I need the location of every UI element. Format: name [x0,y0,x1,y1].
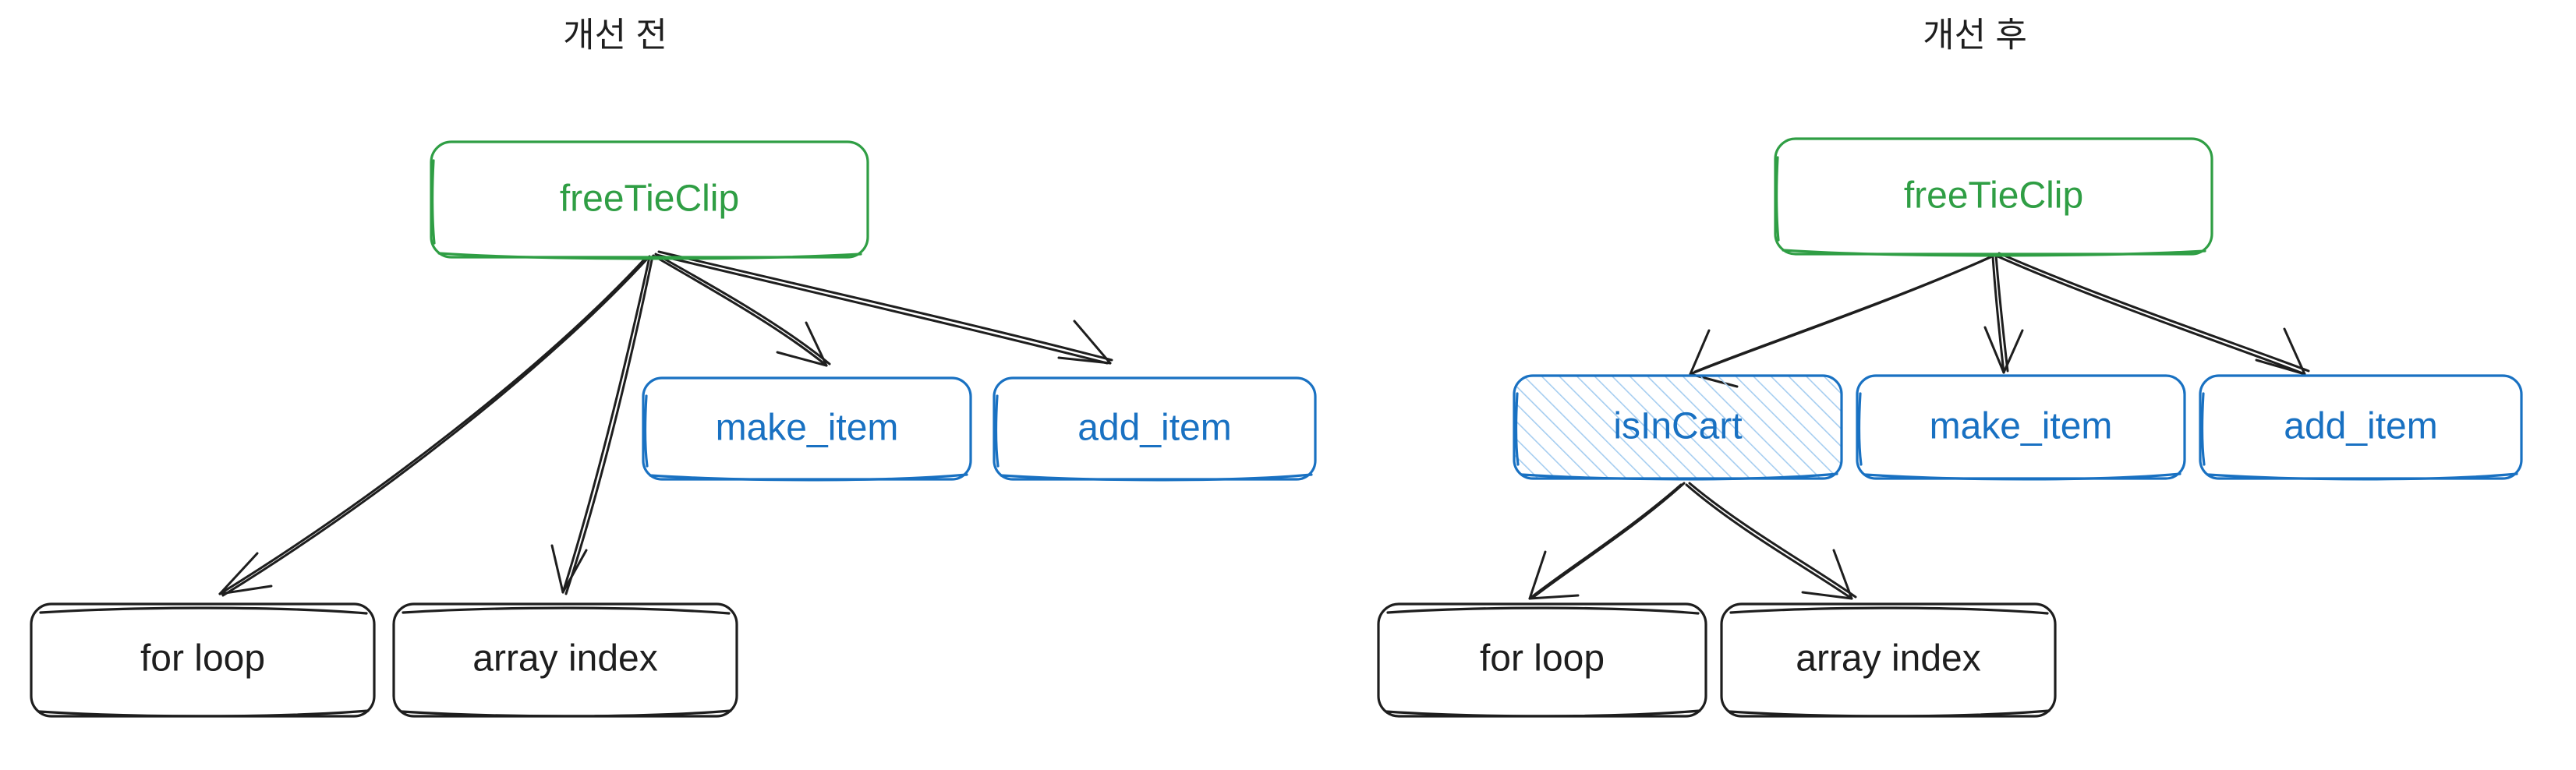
node-label-after-freetieclip: freeTieClip [1904,175,2083,217]
edge-after-freetieclip-to-isincart [1689,254,1995,388]
node-before-freetieclip[interactable]: freeTieClip [430,140,869,260]
edge-freetieclip-to-add-item [655,250,1113,365]
node-before-make-item[interactable]: make_item [642,376,972,482]
node-label-after-add-item: add_item [2284,406,2437,447]
panel-after: freeTieClip isInCart make_item [1377,137,2523,718]
node-label-before-add-item: add_item [1077,408,1231,449]
edge-freetieclip-to-array-index [550,255,654,595]
node-after-array-index[interactable]: array index [1720,602,2057,718]
edge-freetieclip-to-for-loop [218,255,651,597]
node-before-array-index[interactable]: array index [392,602,738,718]
node-label-after-isincart: isInCart [1613,406,1742,447]
edge-after-freetieclip-to-make-item [1983,253,2024,374]
panel-title-after: 개선 후 [1923,16,2027,55]
node-after-make-item[interactable]: make_item [1856,374,2186,481]
edge-after-isincart-to-array-index [1685,482,1857,600]
edge-after-isincart-to-for-loop [1528,482,1686,600]
node-label-after-make-item: make_item [1930,406,2113,447]
node-after-for-loop[interactable]: for loop [1377,602,1707,718]
node-label-before-for-loop: for loop [140,638,265,680]
node-after-add-item[interactable]: add_item [2199,374,2523,481]
node-before-for-loop[interactable]: for loop [30,602,376,718]
node-after-freetieclip[interactable]: freeTieClip [1774,137,2213,257]
node-before-add-item[interactable]: add_item [993,376,1317,482]
node-label-after-array-index: array index [1796,638,1980,680]
node-after-isincart[interactable]: isInCart [1513,374,1843,481]
edge-after-freetieclip-to-add-item [1994,252,2310,376]
isincart-hatch-fill [1514,376,1842,479]
node-label-after-for-loop: for loop [1480,638,1605,680]
node-label-before-freetieclip: freeTieClip [560,178,739,220]
node-label-before-make-item: make_item [716,408,899,449]
panel-title-before: 개선 전 [563,16,667,55]
node-label-before-array-index: array index [472,638,657,680]
edge-freetieclip-to-make-item [652,253,831,367]
panel-before: freeTieClip make_item add_item [30,140,1317,718]
